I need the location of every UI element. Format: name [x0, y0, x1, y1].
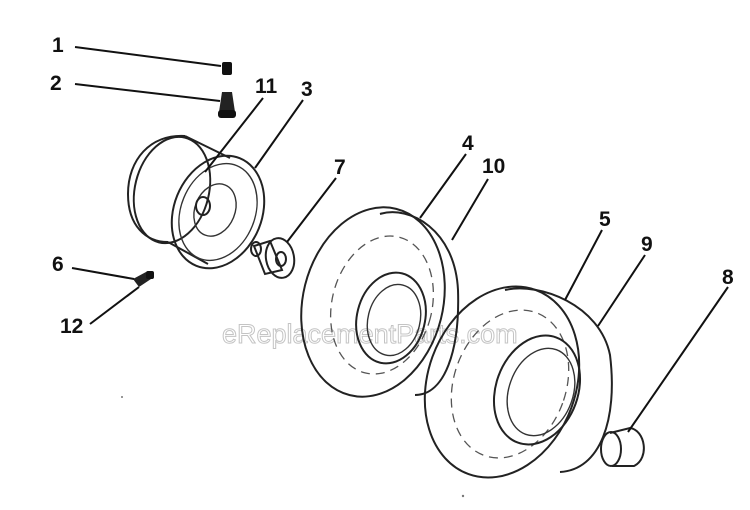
label-6: 6 [52, 253, 64, 276]
part-1-valve-cap [222, 62, 232, 75]
label-11: 11 [255, 75, 278, 98]
label-10: 10 [482, 155, 505, 178]
speck [461, 494, 465, 498]
part-8-hub-cap [600, 426, 645, 467]
label-3: 3 [301, 78, 313, 101]
wheel-rim [126, 134, 266, 270]
part-6-grease-fitting [133, 271, 154, 287]
label-4: 4 [462, 132, 474, 155]
watermark-text: eReplacementParts.com [222, 319, 518, 349]
label-1: 1 [52, 34, 64, 57]
leader-lines [71, 46, 729, 433]
label-7: 7 [334, 156, 346, 179]
part-7-bushing [250, 237, 296, 279]
tire-rear [423, 285, 613, 479]
label-8: 8 [722, 266, 734, 289]
label-12: 12 [60, 315, 83, 338]
speck [121, 396, 123, 398]
label-2: 2 [50, 72, 62, 95]
tire-front [300, 206, 460, 398]
label-5: 5 [599, 208, 611, 231]
part-2-valve-stem [218, 92, 236, 118]
label-9: 9 [641, 233, 653, 256]
